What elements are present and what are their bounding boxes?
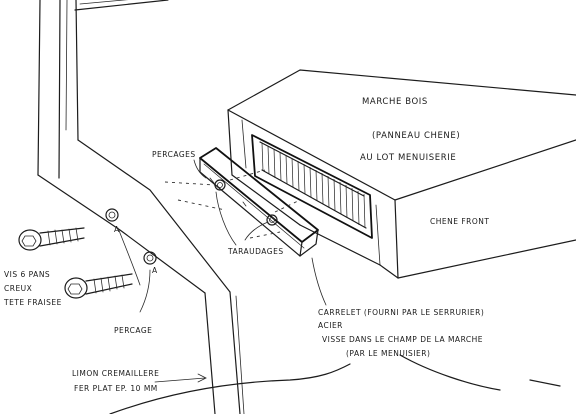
tapping-label: TARAUDAGES [227, 247, 284, 256]
bracket-hole [266, 214, 278, 226]
stringer-label-line1: LIMON CREMAILLERE [72, 369, 159, 378]
screws-label-line3: TETE FRAISEE [3, 298, 62, 307]
screws-label-line2: CREUX [4, 284, 32, 293]
assembly-lines [164, 169, 301, 239]
bracket-label-line2: ACIER [318, 321, 343, 330]
stringer-holes [105, 208, 157, 265]
leader-lines [117, 159, 327, 383]
step-label-line3: AU LOT MENUISERIE [360, 153, 456, 163]
slot-hatching [261, 142, 366, 229]
drilling-bottom-label: PERCAGE [114, 326, 152, 335]
bracket-label-line1: CARRELET (FOURNI PAR LE SERRURIER) [318, 308, 484, 317]
marker-a2: A [152, 266, 158, 275]
screws-label-line1: VIS 6 PANS [4, 270, 50, 279]
stringer-hole [105, 208, 119, 222]
stringer-plate [37, 0, 561, 414]
stringer-label-line2: FER PLAT EP. 10 MM [74, 384, 158, 393]
drilling-top-label: PERCAGES [152, 150, 196, 159]
marker-a1: A [114, 225, 120, 234]
wooden-step [227, 69, 576, 279]
bracket-label-line4: (PAR LE MENUISIER) [346, 349, 430, 358]
bracket-label-line3: VISSE DANS LE CHAMP DE LA MARCHE [322, 335, 483, 344]
stringer-hole [143, 251, 157, 265]
annotations: MARCHE BOIS (PANNEAU CHENE) AU LOT MENUI… [3, 97, 489, 393]
screw-lower [64, 273, 133, 299]
step-label-line1: MARCHE BOIS [362, 97, 428, 107]
steel-bracket [199, 147, 319, 257]
front-label: CHENE FRONT [430, 217, 489, 226]
step-label-line2: (PANNEAU CHENE) [372, 131, 460, 141]
screw-upper [18, 227, 85, 251]
